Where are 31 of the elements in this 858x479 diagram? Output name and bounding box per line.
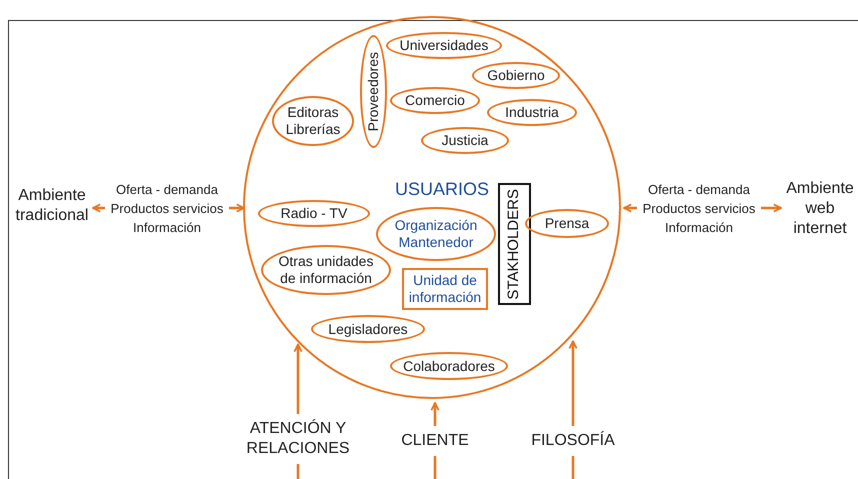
- ellipse-node: Radio - TV: [258, 200, 370, 227]
- text-label: Ambiente web internet: [782, 178, 858, 240]
- ellipse-node: Colaboradores: [390, 352, 508, 380]
- arrow: [294, 344, 302, 414]
- text-label: CLIENTE: [395, 430, 475, 452]
- ellipse-node: Gobierno: [472, 62, 560, 89]
- arrow: [430, 402, 440, 426]
- ellipse-node: Universidades: [386, 32, 502, 59]
- text-label: Ambiente tradicional: [12, 184, 92, 228]
- arrow: [761, 204, 782, 212]
- rect-node: Unidad de información: [402, 268, 488, 310]
- arrow: [568, 340, 578, 426]
- heading-label: USUARIOS: [395, 178, 490, 201]
- arrow: [229, 204, 245, 212]
- ellipse-node: Prensa: [525, 209, 609, 238]
- text-label: FILOSOFÍA: [523, 430, 623, 452]
- ellipse-node: Proveedores: [360, 35, 387, 148]
- arrow: [92, 204, 105, 212]
- ellipse-node: Editoras Librerías: [272, 96, 354, 146]
- flow-text: Oferta - demanda Productos servicios Información: [638, 179, 760, 237]
- ellipse-node: Organización Mantenedor: [376, 207, 496, 261]
- ellipse-node: Industria: [487, 99, 577, 126]
- ellipse-node: Legisladores: [311, 315, 425, 343]
- ellipse-node: Comercio: [390, 87, 480, 114]
- flow-text: Oferta - demanda Productos servicios Información: [106, 179, 228, 237]
- arrow: [623, 204, 637, 212]
- text-label: ATENCIÓN Y RELACIONES: [238, 418, 358, 460]
- stakeholder-circle: [245, 18, 623, 401]
- vertical-box: STAKHOLDERS: [498, 183, 531, 305]
- ellipse-node: Justicia: [421, 127, 509, 154]
- ellipse-node: Otras unidades de información: [261, 245, 391, 295]
